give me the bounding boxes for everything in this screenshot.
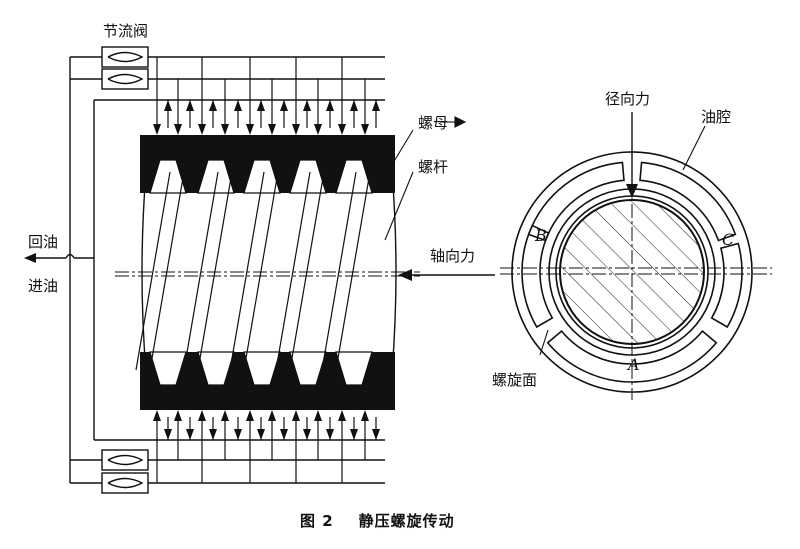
- return-arrow-top: [234, 100, 242, 111]
- feed-arrow-top: [361, 124, 369, 135]
- return-arrow-top: [209, 100, 217, 111]
- thread-tooth-bottom: [149, 351, 187, 386]
- return-arrow-top: [280, 100, 288, 111]
- return-arrow-bottom: [326, 429, 334, 440]
- oil-cavity-left: [639, 161, 737, 242]
- throttle-valve-group: [101, 46, 149, 494]
- return-arrow-top: [164, 100, 172, 111]
- thread-helix-line: [289, 171, 325, 371]
- flow-arrows-inlet: [24, 253, 36, 263]
- thread-helix-line: [275, 171, 311, 371]
- radial-force-arrow: [626, 112, 638, 198]
- return-arrow-top: [350, 100, 358, 111]
- thread-helix-line: [229, 171, 265, 371]
- feed-arrow-top: [268, 124, 276, 135]
- oil-cavity-lower-right: [710, 242, 743, 329]
- caption-title: 静压螺旋传动: [358, 512, 455, 530]
- feed-arrow-top: [246, 124, 254, 135]
- return-arrow-bottom: [303, 429, 311, 440]
- return-arrow-bottom: [350, 429, 358, 440]
- hydraulic-circuit: [28, 56, 385, 484]
- thread-tooth-top: [335, 159, 373, 194]
- return-oil-label: 回油: [28, 233, 59, 251]
- feed-arrow-top: [314, 124, 322, 135]
- return-arrow-top: [372, 100, 380, 111]
- throttle-valve-label: 节流阀: [103, 22, 149, 40]
- feed-arrow-top: [292, 124, 300, 135]
- feed-arrow-bottom: [153, 410, 161, 421]
- feed-arrow-top: [338, 124, 346, 135]
- return-arrow-top: [186, 100, 194, 111]
- thread-tooth-bottom: [289, 351, 327, 386]
- return-arrow-bottom: [164, 429, 172, 440]
- feed-arrow-top: [174, 124, 182, 135]
- thread-tooth-top: [197, 159, 235, 194]
- return-arrow-bottom: [209, 429, 217, 440]
- thread-helix-line: [197, 171, 233, 371]
- screw-threads: [135, 159, 373, 386]
- feed-arrow-bottom: [246, 410, 254, 421]
- thread-tooth-top: [289, 159, 327, 194]
- axial-force-label: 轴向力: [430, 247, 476, 265]
- thread-helix-line: [335, 171, 371, 371]
- oil-cavity-right: [546, 330, 718, 383]
- feed-arrow-bottom: [221, 410, 229, 421]
- feed-arrow-bottom: [292, 410, 300, 421]
- thread-helix-line: [183, 171, 219, 371]
- oil-cavity-top: [527, 161, 625, 242]
- inlet-oil-label: 进油: [28, 277, 59, 295]
- return-arrow-top: [257, 100, 265, 111]
- caption-number: 图 2: [300, 512, 334, 530]
- thread-tooth-bottom: [243, 351, 281, 386]
- cross-section: [500, 112, 772, 400]
- radial-force-label: 径向力: [605, 90, 651, 108]
- thread-tooth-bottom: [335, 351, 373, 386]
- thread-tooth-top: [243, 159, 281, 194]
- leader-lines-right: [539, 125, 706, 356]
- thread-helix-line: [321, 171, 357, 371]
- oil-cavity-label: 油腔: [701, 108, 732, 126]
- helical-surface-label: 螺旋面: [492, 371, 538, 389]
- point-a-label: A: [628, 355, 640, 374]
- axial-force-arrow: [398, 269, 495, 281]
- return-arrow-bottom: [372, 429, 380, 440]
- feed-arrow-bottom: [268, 410, 276, 421]
- oil-cavity-lower-left: [521, 224, 554, 329]
- thread-helix-line: [243, 171, 279, 371]
- thread-helix-line: [135, 171, 171, 371]
- return-arrow-bottom: [280, 429, 288, 440]
- screw-label: 螺杆: [418, 158, 449, 176]
- feed-arrow-top: [198, 124, 206, 135]
- figure-caption: 图 2 静压螺旋传动: [300, 510, 455, 531]
- nut-and-screw: [115, 135, 420, 410]
- feed-arrow-bottom: [198, 410, 206, 421]
- point-b-label: B: [535, 226, 547, 245]
- feed-arrow-bottom: [314, 410, 322, 421]
- return-arrow-bottom: [234, 429, 242, 440]
- thread-tooth-top: [149, 159, 187, 194]
- return-arrow-top: [326, 100, 334, 111]
- nut-label: 螺母: [418, 114, 449, 132]
- return-arrow-bottom: [257, 429, 265, 440]
- thread-helix-line: [149, 171, 185, 371]
- feed-arrow-top: [221, 124, 229, 135]
- return-arrow-top: [303, 100, 311, 111]
- point-c-label: C: [722, 230, 735, 249]
- feed-arrow-bottom: [338, 410, 346, 421]
- feed-arrow-bottom: [174, 410, 182, 421]
- thread-tooth-bottom: [197, 351, 235, 386]
- feed-arrow-top: [153, 124, 161, 135]
- feed-arrow-bottom: [361, 410, 369, 421]
- return-arrow-bottom: [186, 429, 194, 440]
- leader-lines-left: [384, 116, 467, 241]
- oil-feed-columns: [153, 57, 380, 483]
